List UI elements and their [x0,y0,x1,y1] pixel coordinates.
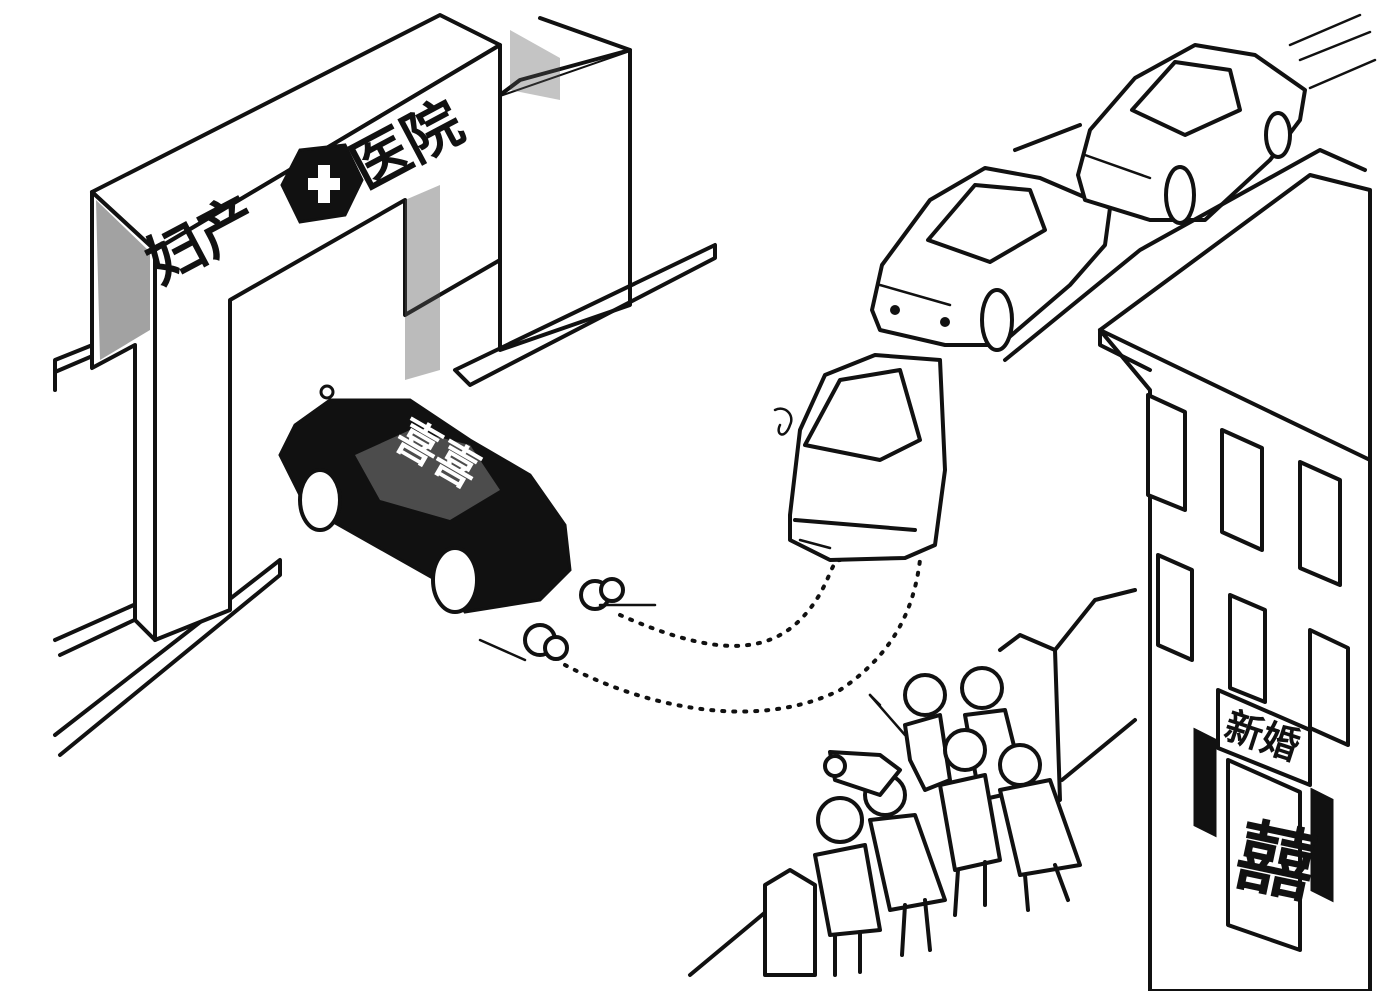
back-white-car [1076,13,1377,225]
tire-track-upper [618,558,842,648]
newlywed-building: 新婚 囍 [1098,173,1372,991]
middle-white-car [870,166,1112,352]
hospital-gate: 妇产 医院 [53,13,717,757]
exhaust-puffs [523,577,625,661]
crowd-of-onlookers [813,666,1082,977]
door-double-happiness-text: 囍 [1228,810,1323,915]
tire-track-lower [563,558,922,714]
hospital-cross-logo [280,143,364,224]
black-hearse-car: 喜喜 [278,384,657,662]
lead-white-car [773,353,947,562]
